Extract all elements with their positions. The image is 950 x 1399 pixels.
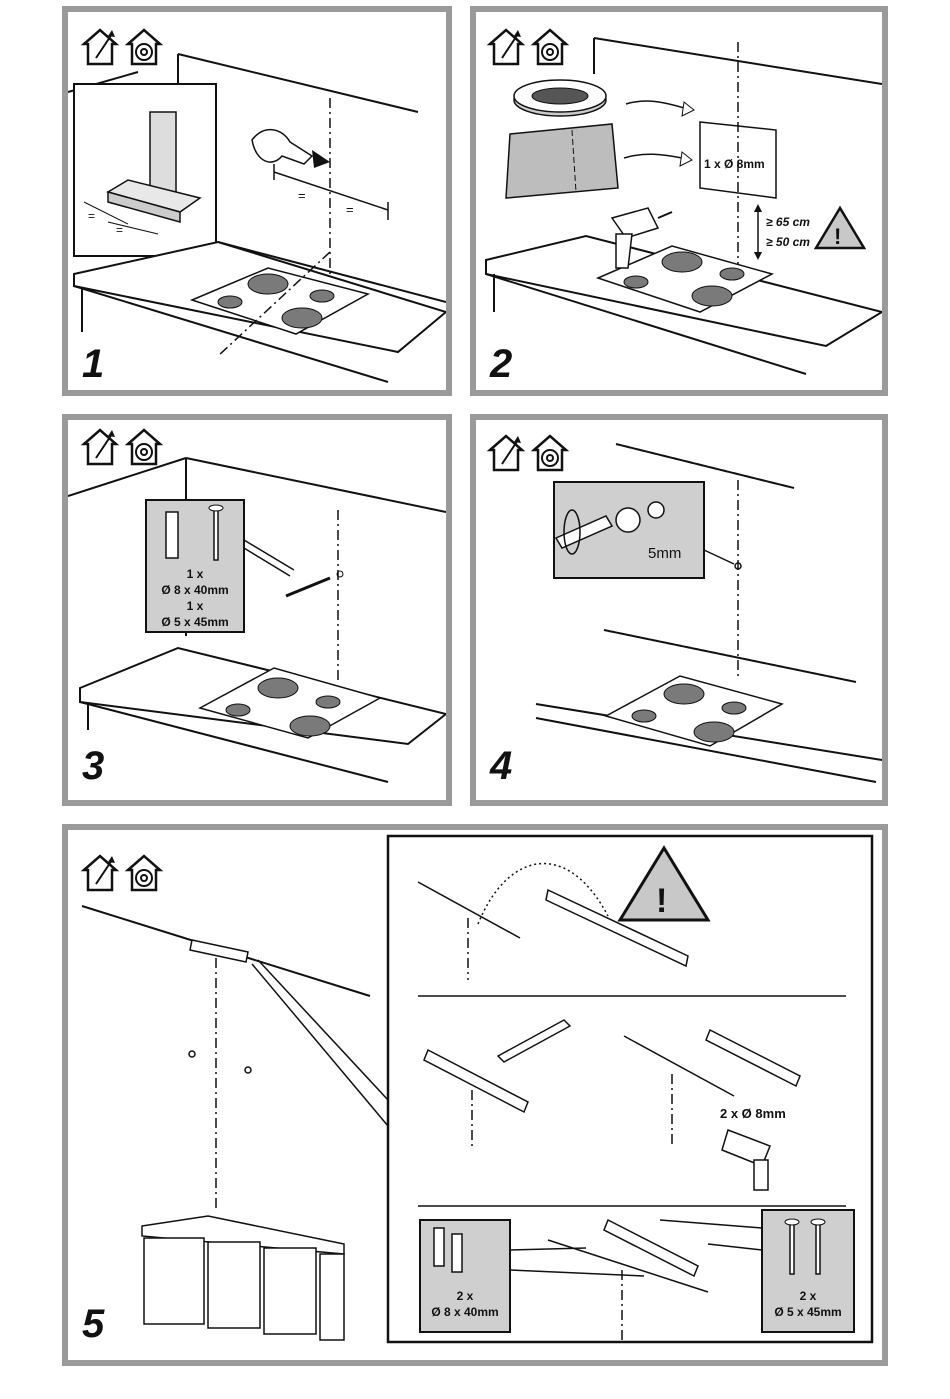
- step-panel-2: 1 x Ø 8mm ≥ 65 cm ≥ 50 cm ! 2: [470, 6, 888, 396]
- measure-mark: =: [116, 223, 123, 237]
- wall-cabinets-icon: [142, 1216, 344, 1340]
- ducted-mode-icon: [84, 430, 116, 464]
- measure-mark: =: [298, 188, 306, 203]
- step-5-illustration: ! 2 x Ø 8mm 2 x Ø 8 x 40mm: [68, 830, 882, 1360]
- mounting-bracket-icon: [190, 940, 248, 962]
- drill-hole-label: 1 x Ø 8mm: [704, 157, 765, 171]
- min-height-gas: ≥ 65 cm: [766, 215, 810, 229]
- wall-plug-icon: [166, 512, 178, 558]
- step-panel-3: 1 x Ø 8 x 40mm 1 x Ø 5 x 45mm 3: [62, 414, 452, 806]
- warning-icon: !: [816, 208, 864, 249]
- step-1-illustration: = = = =: [68, 12, 446, 390]
- plug-quantity: 1 x: [187, 567, 204, 581]
- ducted-mode-icon: [490, 30, 522, 64]
- step-number: 1: [82, 342, 104, 387]
- template-sheet-icon: [506, 124, 618, 198]
- step-4-illustration: 5mm: [476, 420, 882, 800]
- screw-quantity: 2 x: [800, 1289, 817, 1303]
- step-panel-4: 5mm 4: [470, 414, 888, 806]
- svg-text:!: !: [656, 882, 667, 920]
- recirculation-mode-icon: [534, 436, 566, 470]
- plug-size: Ø 8 x 40mm: [161, 583, 228, 597]
- min-height-electric: ≥ 50 cm: [766, 235, 810, 249]
- drill-hole-label: 2 x Ø 8mm: [720, 1106, 786, 1121]
- recirculation-mode-icon: [128, 430, 160, 464]
- ducted-mode-icon: [84, 856, 116, 890]
- plug-quantity: 2 x: [457, 1289, 474, 1303]
- step-panel-5: ! 2 x Ø 8mm 2 x Ø 8 x 40mm: [62, 824, 888, 1366]
- tape-roll-icon: [514, 80, 606, 116]
- ducted-mode-icon: [490, 436, 522, 470]
- recirculation-mode-icon: [534, 30, 566, 64]
- svg-text:!: !: [834, 224, 841, 249]
- plug-and-screw-icon: [286, 571, 343, 596]
- ducted-mode-icon: [84, 30, 116, 64]
- recirculation-mode-icon: [128, 30, 160, 64]
- step-number: 4: [490, 744, 512, 789]
- step-2-illustration: 1 x Ø 8mm ≥ 65 cm ≥ 50 cm !: [476, 12, 882, 390]
- screw-size: Ø 5 x 45mm: [161, 615, 228, 629]
- screw-size: Ø 5 x 45mm: [774, 1305, 841, 1319]
- step-number: 2: [490, 342, 512, 387]
- step-panel-1: = = = = 1: [62, 6, 452, 396]
- recirculation-mode-icon: [128, 856, 160, 890]
- hand-icon: [252, 130, 330, 168]
- measure-mark: =: [346, 202, 354, 217]
- step-number: 3: [82, 744, 104, 789]
- step-3-illustration: 1 x Ø 8 x 40mm 1 x Ø 5 x 45mm: [68, 420, 446, 800]
- gap-label: 5mm: [648, 545, 681, 562]
- step-number: 5: [82, 1302, 104, 1347]
- screw-quantity: 1 x: [187, 599, 204, 613]
- measure-mark: =: [88, 209, 95, 223]
- plug-size: Ø 8 x 40mm: [431, 1305, 498, 1319]
